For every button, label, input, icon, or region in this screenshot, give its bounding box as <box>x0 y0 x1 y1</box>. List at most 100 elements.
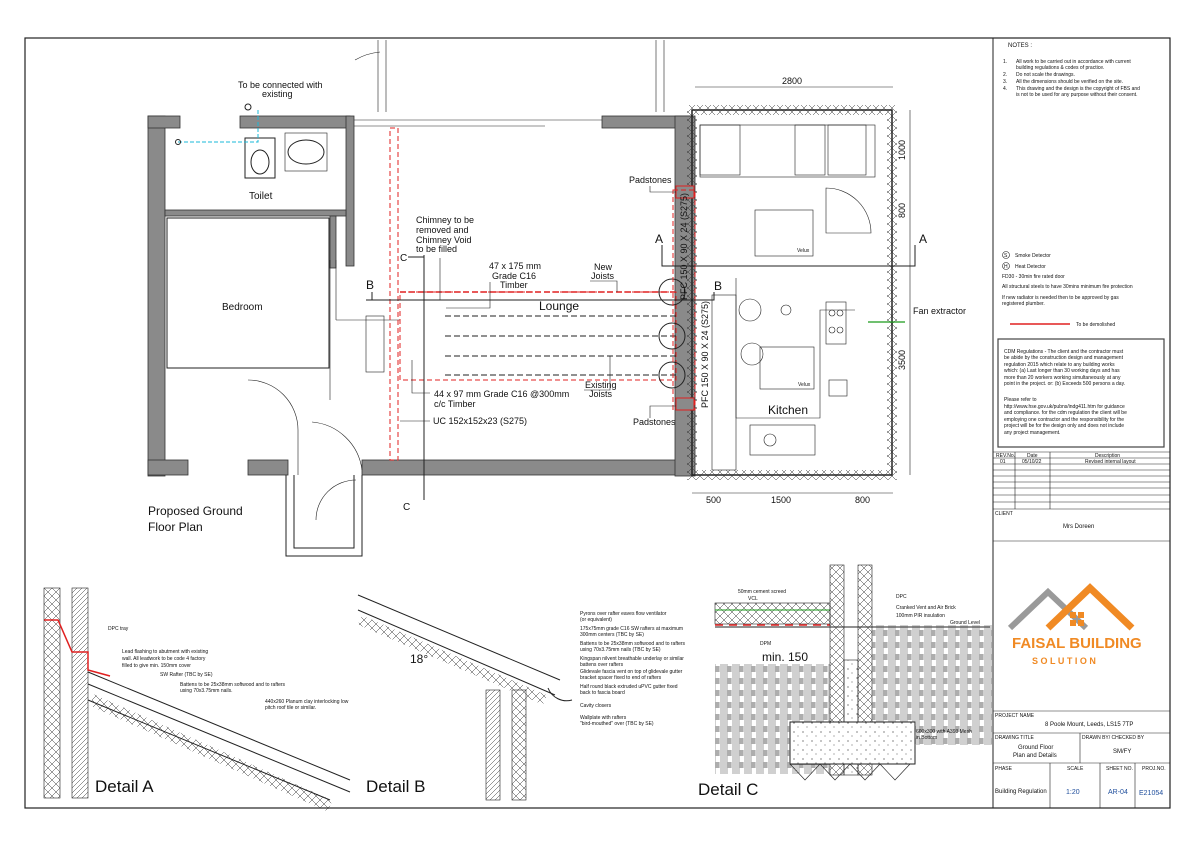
detail-a: DPC tray Lead flashing to abutment with … <box>43 587 351 812</box>
revision-cell: 05/10/22 <box>1022 459 1042 465</box>
cdm-line: http://www.hse.gov.uk/pubns/indg411.htm … <box>1004 404 1125 410</box>
detail-note: Glidevale fascia vent on top of glideval… <box>580 669 683 675</box>
detail-note: Battens to be 25x38mm softwood and to ra… <box>180 682 286 688</box>
dimension-label: 500 <box>706 495 721 505</box>
drawing-linework <box>714 602 831 625</box>
timber-note: Timber <box>500 280 528 290</box>
connect-note: existing <box>262 89 293 99</box>
drawing-linework <box>44 619 111 677</box>
note-text: All work to be carried out in accordance… <box>1016 59 1131 65</box>
detail-note: Lead flashing to abutment with existing <box>122 649 208 655</box>
field-label: PROJ.NO. <box>1142 766 1166 772</box>
notes-panel: NOTES : 1. All work to be carried out in… <box>997 43 1165 448</box>
velux-label: Velux <box>797 248 810 254</box>
drawing-linework <box>547 687 573 702</box>
cdm-line: employing one contractor and the respons… <box>1004 417 1124 423</box>
revision-header: Date <box>1027 453 1038 459</box>
detail-note: bracket spacer fixed to end of rafters <box>580 675 662 681</box>
drawing-linework <box>357 594 561 696</box>
detail-note: using 70x3.75mm nails (TBC by SE) <box>580 647 661 653</box>
detail-note: 440x260 Planum clay interlocking low <box>265 699 349 705</box>
sheet-value: AR-04 <box>1108 789 1128 796</box>
detail-note: 100mm PIR insulation <box>896 613 945 619</box>
detail-note: SW Rafter (TBC by SE) <box>160 672 213 678</box>
detail-note: 600x300 with A393 Mesh <box>916 729 972 735</box>
section-mark-c: C <box>403 502 410 513</box>
chimney-note: removed and <box>416 225 469 235</box>
detail-note: Cavity closers <box>580 703 612 709</box>
legend-text: registered plumber. <box>1002 301 1045 307</box>
detail-c-title: Detail C <box>698 780 758 799</box>
detail-note: "bird-mouthed" over (TBC by SE) <box>580 721 654 727</box>
drawing-linework <box>175 139 181 145</box>
drawing-linework <box>836 326 844 334</box>
field-label: CLIENT <box>995 511 1013 517</box>
stair <box>329 260 400 400</box>
patio-doors <box>377 40 665 112</box>
detail-a-title: Detail A <box>95 777 154 796</box>
min-depth-label: min. 150 <box>762 650 808 664</box>
kitchen-door <box>825 187 872 234</box>
toilet-wc <box>244 137 276 179</box>
new-joists-note: New <box>594 262 613 272</box>
padstones-note: Padstones <box>629 175 672 185</box>
velux-label: Velux <box>798 382 811 388</box>
title-block: CLIENT Mrs Doreen FAISAL BUILDING S O L … <box>993 511 1170 808</box>
legend-text: FD30 - 30min fire rated door <box>1002 274 1065 280</box>
basin <box>287 139 325 165</box>
logo-text: FAISAL BUILDING <box>1012 635 1142 652</box>
drawing-linework <box>1078 612 1084 618</box>
cdm-line: project will be for the design only and … <box>1004 423 1124 429</box>
note-text: Do not scale the drawings. <box>1016 72 1075 78</box>
detail-note: Battens to be 25x38mm softwood and to ra… <box>580 641 686 647</box>
drawing-linework <box>789 763 911 781</box>
wall-left <box>147 115 166 477</box>
legend-text: If new radiator is needed then to be app… <box>1002 295 1119 301</box>
detail-note: DPC <box>896 594 907 600</box>
drawing-linework <box>584 356 611 391</box>
smoke-detector <box>658 322 686 350</box>
cdm-line: regulation 2015 which relate to any buil… <box>1004 362 1115 368</box>
smoke-detector-icon <box>1002 251 1010 259</box>
drawing-linework <box>738 298 762 322</box>
chimney-breast <box>365 315 385 373</box>
velux-window-1 <box>754 209 814 257</box>
worktop-left <box>711 294 737 471</box>
note-number: 1. <box>1003 59 1007 65</box>
bedroom-bed <box>166 217 330 369</box>
kitchen-insulated-wall <box>687 105 897 480</box>
joist-grade-note: 44 x 97 mm Grade C16 @300mm <box>434 389 569 399</box>
drawing-linework <box>485 689 501 801</box>
kitchen-worktop-top <box>699 124 876 178</box>
dimension-label: 800 <box>855 495 870 505</box>
detail-note: Wallplate with rafters <box>580 715 627 721</box>
heat-detector <box>658 361 686 389</box>
note-text: building regulations & codes of practice… <box>1016 65 1104 71</box>
drawing-linework <box>590 280 618 292</box>
revision-table: REV.No. Date Description 01 05/10/22 Rev… <box>993 451 1170 510</box>
cdm-line: CDM Regulations - The client and the con… <box>1004 349 1124 355</box>
field-label: DRAWING TITLE <box>995 735 1035 741</box>
drawing-linework <box>411 360 430 394</box>
existing-joists-note: Existing <box>585 380 617 390</box>
dimension-label: 800 <box>897 203 907 218</box>
drawing-linework <box>1014 452 1051 509</box>
cdm-line: point in the project. or: (b) Exceeds 50… <box>1004 381 1125 387</box>
logo-text: S O L U T I O N <box>1032 656 1096 666</box>
drawing-linework <box>836 309 844 317</box>
pfc-label: PFC 150 X 90 X 24 (S275) <box>700 301 710 408</box>
wall-internal <box>345 115 355 267</box>
detail-note: Half round black extruded uPVC gutter fi… <box>580 684 678 690</box>
drawing-linework <box>1078 620 1084 626</box>
drawing-linework <box>43 587 61 799</box>
drawing-linework <box>763 433 777 447</box>
cdm-line: Please refer to <box>1004 397 1037 403</box>
drawing-title: Ground Floor <box>1018 745 1053 751</box>
timber-note: Grade C16 <box>492 271 536 281</box>
drawing-linework <box>71 587 89 799</box>
cdm-line: be abide by the construction design and … <box>1004 355 1124 361</box>
kitchen-sink <box>749 424 816 456</box>
drawing-linework <box>740 342 764 366</box>
